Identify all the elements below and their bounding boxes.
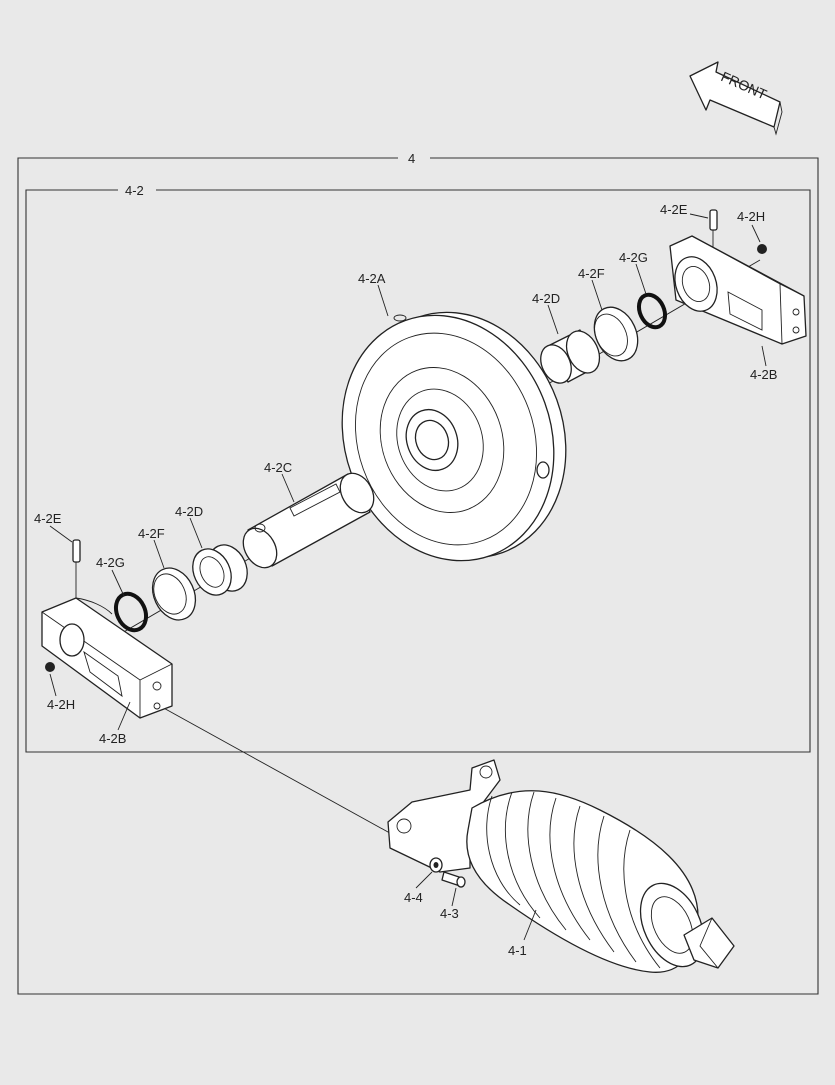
label-bushing-left: 4-2D (175, 504, 203, 519)
washer (429, 857, 443, 873)
label-bracket-left: 4-2B (99, 731, 126, 746)
leader-lines (49, 213, 767, 941)
bracket-left (41, 597, 173, 719)
seal-left (151, 567, 197, 621)
label-plug-left: 4-2H (47, 697, 75, 712)
label-idler-wheel: 4-2A (358, 271, 386, 286)
group-frame-4: 4 (17, 151, 819, 995)
recoil-spring-assembly (387, 759, 735, 973)
group-label-4: 4 (408, 151, 415, 166)
seal-right (593, 306, 639, 362)
label-pin-left: 4-2E (34, 511, 62, 526)
label-bracket-right: 4-2B (750, 367, 777, 382)
group-frame-4-2: 4-2 (25, 183, 811, 753)
label-washer: 4-4 (404, 890, 423, 905)
label-spring-assembly: 4-1 (508, 943, 527, 958)
bushing-right (540, 329, 601, 384)
label-shaft: 4-2C (264, 460, 292, 475)
bracket-right (669, 235, 807, 345)
bushing-left (192, 544, 248, 596)
group-label-4-2: 4-2 (125, 183, 144, 198)
bolt (441, 871, 466, 888)
label-bushing-right: 4-2D (532, 291, 560, 306)
plug-left (45, 662, 55, 672)
label-bolt: 4-3 (440, 906, 459, 921)
label-seal-left: 4-2F (138, 526, 165, 541)
label-pin-right: 4-2E (660, 202, 688, 217)
label-oring-right: 4-2G (619, 250, 648, 265)
label-plug-right: 4-2H (737, 209, 765, 224)
label-oring-left: 4-2G (96, 555, 125, 570)
label-seal-right: 4-2F (578, 266, 605, 281)
front-direction-arrow: FRONT (689, 61, 783, 136)
callout-labels: 4-2A 4-2C 4-2D 4-2F 4-2G 4-2E 4-2H 4-2B … (34, 202, 777, 958)
idler-wheel (341, 311, 567, 562)
plug-right (757, 244, 767, 254)
oring-right (636, 292, 668, 330)
shaft (242, 472, 375, 569)
